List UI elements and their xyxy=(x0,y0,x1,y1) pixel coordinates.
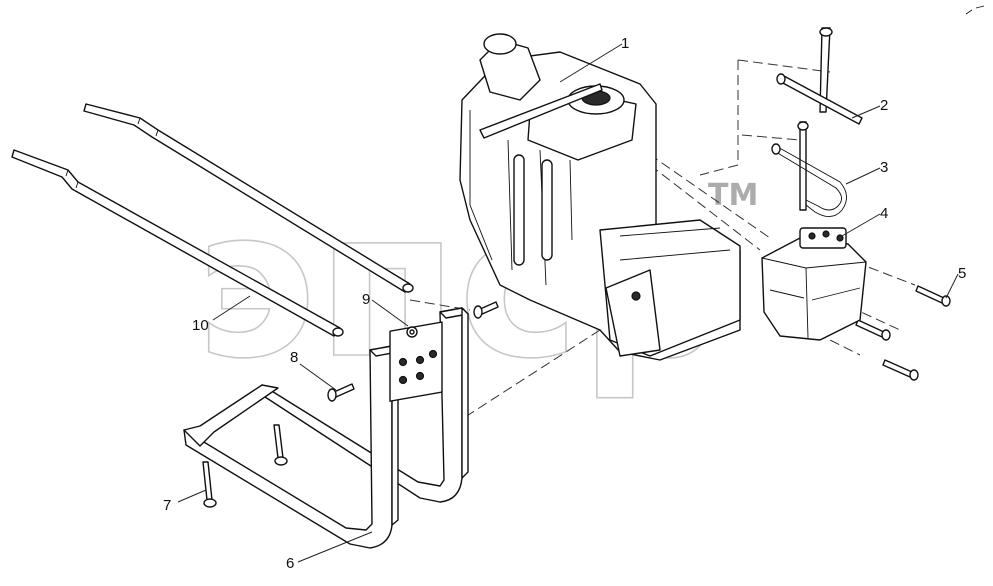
callout-10: 10 xyxy=(192,317,209,334)
part-10-straps xyxy=(11,103,414,337)
callout-8: 8 xyxy=(290,349,298,366)
part-6-bracket xyxy=(183,307,469,549)
watermark-tm: TM xyxy=(708,178,758,213)
part-3-tube xyxy=(771,121,847,217)
callout-5: 5 xyxy=(958,265,966,282)
corner-marks xyxy=(965,5,985,15)
callout-labels: 1 2 3 4 5 6 7 8 9 10 xyxy=(163,35,966,572)
part-1-tank xyxy=(459,33,741,361)
callout-leaders xyxy=(177,43,959,563)
callout-2: 2 xyxy=(880,97,888,114)
bolts xyxy=(202,285,951,508)
callout-6: 6 xyxy=(286,555,294,572)
callout-1: 1 xyxy=(621,35,629,52)
callout-9: 9 xyxy=(362,291,370,308)
callout-7: 7 xyxy=(163,497,171,514)
part-2-tube xyxy=(776,27,863,125)
part-4-module xyxy=(761,227,867,341)
callout-3: 3 xyxy=(880,159,888,176)
callout-4: 4 xyxy=(880,205,888,222)
